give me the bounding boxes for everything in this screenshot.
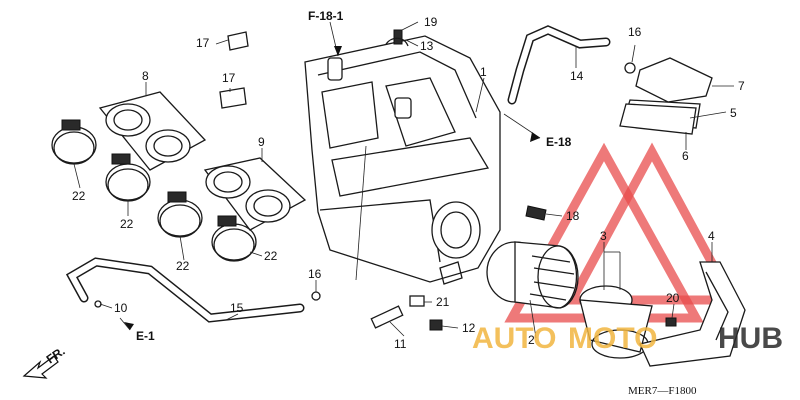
callout-22-b: 22: [120, 217, 134, 231]
watermark-triangle-right: [564, 142, 740, 305]
air-filter-element: [486, 241, 579, 309]
callout-20: 20: [666, 291, 680, 305]
air-funnel-lower: [203, 157, 307, 231]
drain-hose: [65, 257, 305, 323]
callout-17-top: 17: [196, 36, 210, 50]
callout-16-top: 16: [628, 25, 642, 39]
callout-9: 9: [258, 135, 265, 149]
callout-16-bottom: 16: [308, 267, 322, 281]
callout-15: 15: [230, 301, 244, 315]
air-duct: [639, 261, 746, 367]
callout-6: 6: [682, 149, 689, 163]
connecting-tube: [579, 285, 653, 359]
callout-4: 4: [708, 229, 715, 243]
callout-8: 8: [142, 69, 149, 83]
callout-22-c: 22: [176, 259, 190, 273]
callout-19: 19: [424, 15, 438, 29]
callout-11: 11: [394, 337, 407, 351]
callout-12: 12: [462, 321, 476, 335]
reference-arrows: [124, 46, 540, 330]
watermark-text-auto: AUTO: [472, 322, 556, 355]
callout-14: 14: [570, 69, 584, 83]
callout-10: 10: [114, 301, 128, 315]
callout-22-a: 22: [72, 189, 86, 203]
air-funnel-upper: [98, 91, 207, 171]
drawing-code: MER7—F1800: [628, 385, 697, 397]
callout-5: 5: [730, 106, 737, 120]
callout-1: 1: [480, 65, 487, 79]
ref-e1: E-1: [136, 329, 155, 343]
callout-22-d: 22: [264, 249, 278, 263]
watermark-text-moto: MOTO: [568, 322, 657, 355]
callout-2: 2: [528, 333, 535, 347]
callout-17-bottom: 17: [222, 71, 236, 85]
callout-18: 18: [566, 209, 580, 223]
cover-assembly: [619, 57, 713, 135]
callout-13: 13: [420, 39, 434, 53]
ref-f18-1: F-18-1: [308, 9, 344, 23]
rubber-blocks: [219, 31, 249, 109]
callout-21: 21: [436, 295, 450, 309]
callout-3: 3: [600, 229, 607, 243]
breather-tube: [507, 25, 611, 105]
ref-e18: E-18: [546, 135, 572, 149]
front-arrow-icon: [22, 355, 59, 379]
callout-7: 7: [738, 79, 745, 93]
air-cleaner-housing: [304, 35, 501, 285]
watermark-text-hub: HUB: [718, 322, 783, 355]
